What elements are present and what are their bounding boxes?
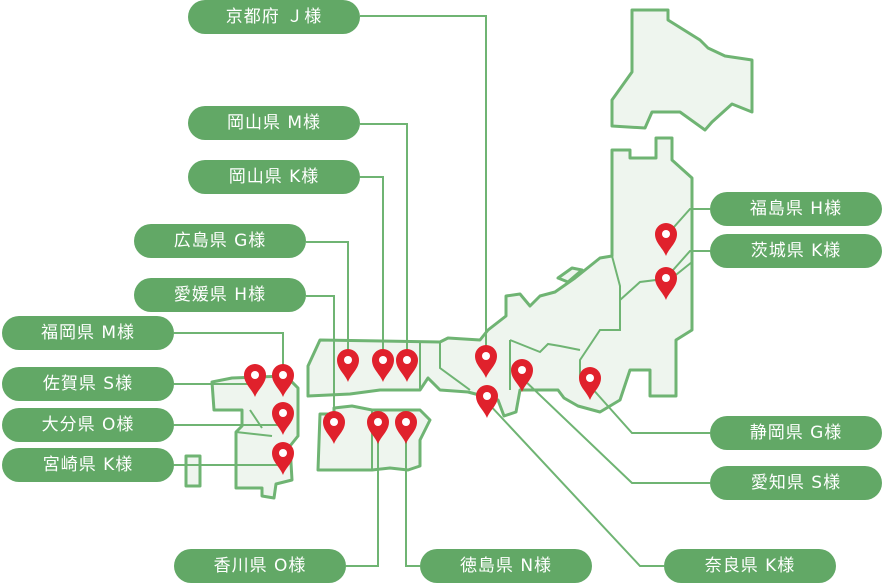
customer-label-kagawa-o[interactable]: 香川県 O様 [174, 549, 346, 583]
tanegashima-island [184, 454, 202, 488]
map-pins [244, 223, 677, 475]
customer-label-ehime-h[interactable]: 愛媛県 H様 [134, 278, 306, 312]
map-pin-icon[interactable] [396, 349, 418, 382]
customer-label-okayama-m[interactable]: 岡山県 M様 [188, 106, 360, 140]
map-pin-icon[interactable] [579, 367, 601, 400]
leader-line-shizuoka-g [589, 385, 710, 434]
customer-label-fukuoka-m[interactable]: 福岡県 M様 [2, 316, 174, 350]
leader-line-kagawa-o [346, 430, 379, 567]
map-pin-icon[interactable] [395, 411, 417, 444]
map-pin-icon[interactable] [337, 349, 359, 382]
leader-line-hiroshima-g [306, 241, 349, 354]
customer-label-fukushima-h[interactable]: 福島県 H様 [710, 192, 882, 226]
map-pin-icon[interactable] [655, 223, 677, 256]
leader-line-ibaraki-k [665, 250, 710, 279]
map-pin-icon[interactable] [272, 364, 294, 397]
honshu-outline [306, 136, 694, 418]
map-pin-icon[interactable] [244, 364, 266, 397]
customer-label-okayama-k[interactable]: 岡山県 K様 [188, 160, 360, 194]
customer-label-ibaraki-k[interactable]: 茨城県 K様 [710, 234, 882, 268]
leader-line-nara-k [486, 401, 664, 567]
leader-line-aichi-s [521, 377, 710, 484]
japan-land [184, 8, 754, 500]
map-pin-icon[interactable] [476, 385, 498, 418]
map-pin-icon[interactable] [511, 359, 533, 392]
customer-label-aichi-s[interactable]: 愛知県 S様 [710, 466, 882, 500]
customer-label-saga-s[interactable]: 佐賀県 S様 [2, 367, 174, 401]
leader-line-kyoto-j [360, 15, 487, 350]
map-pin-icon[interactable] [372, 349, 394, 382]
leader-line-okayama-m [360, 123, 408, 354]
map-pin-icon[interactable] [272, 442, 294, 475]
hokkaido-outline [610, 8, 754, 132]
map-pin-icon[interactable] [475, 345, 497, 378]
sado-island [556, 266, 584, 284]
customer-label-kyoto-j[interactable]: 京都府 Ｊ様 [188, 0, 360, 34]
leader-line-tokushima-n [405, 430, 420, 567]
customer-label-oita-o[interactable]: 大分県 O様 [2, 408, 174, 442]
map-pin-icon[interactable] [367, 411, 389, 444]
leader-lines [174, 15, 710, 567]
customer-label-nara-k[interactable]: 奈良県 K様 [664, 549, 836, 583]
map-pin-icon[interactable] [272, 402, 294, 435]
leader-line-okayama-k [360, 176, 384, 354]
leader-line-fukuoka-m [174, 332, 284, 370]
customer-label-miyazaki-k[interactable]: 宮崎県 K様 [2, 448, 174, 482]
map-pin-icon[interactable] [655, 267, 677, 300]
map-pin-icon[interactable] [323, 411, 345, 444]
customer-label-shizuoka-g[interactable]: 静岡県 G様 [710, 416, 882, 450]
leader-line-ehime-h [306, 295, 335, 418]
customer-label-hiroshima-g[interactable]: 広島県 G様 [134, 224, 306, 258]
customer-label-tokushima-n[interactable]: 徳島県 N様 [420, 549, 592, 583]
